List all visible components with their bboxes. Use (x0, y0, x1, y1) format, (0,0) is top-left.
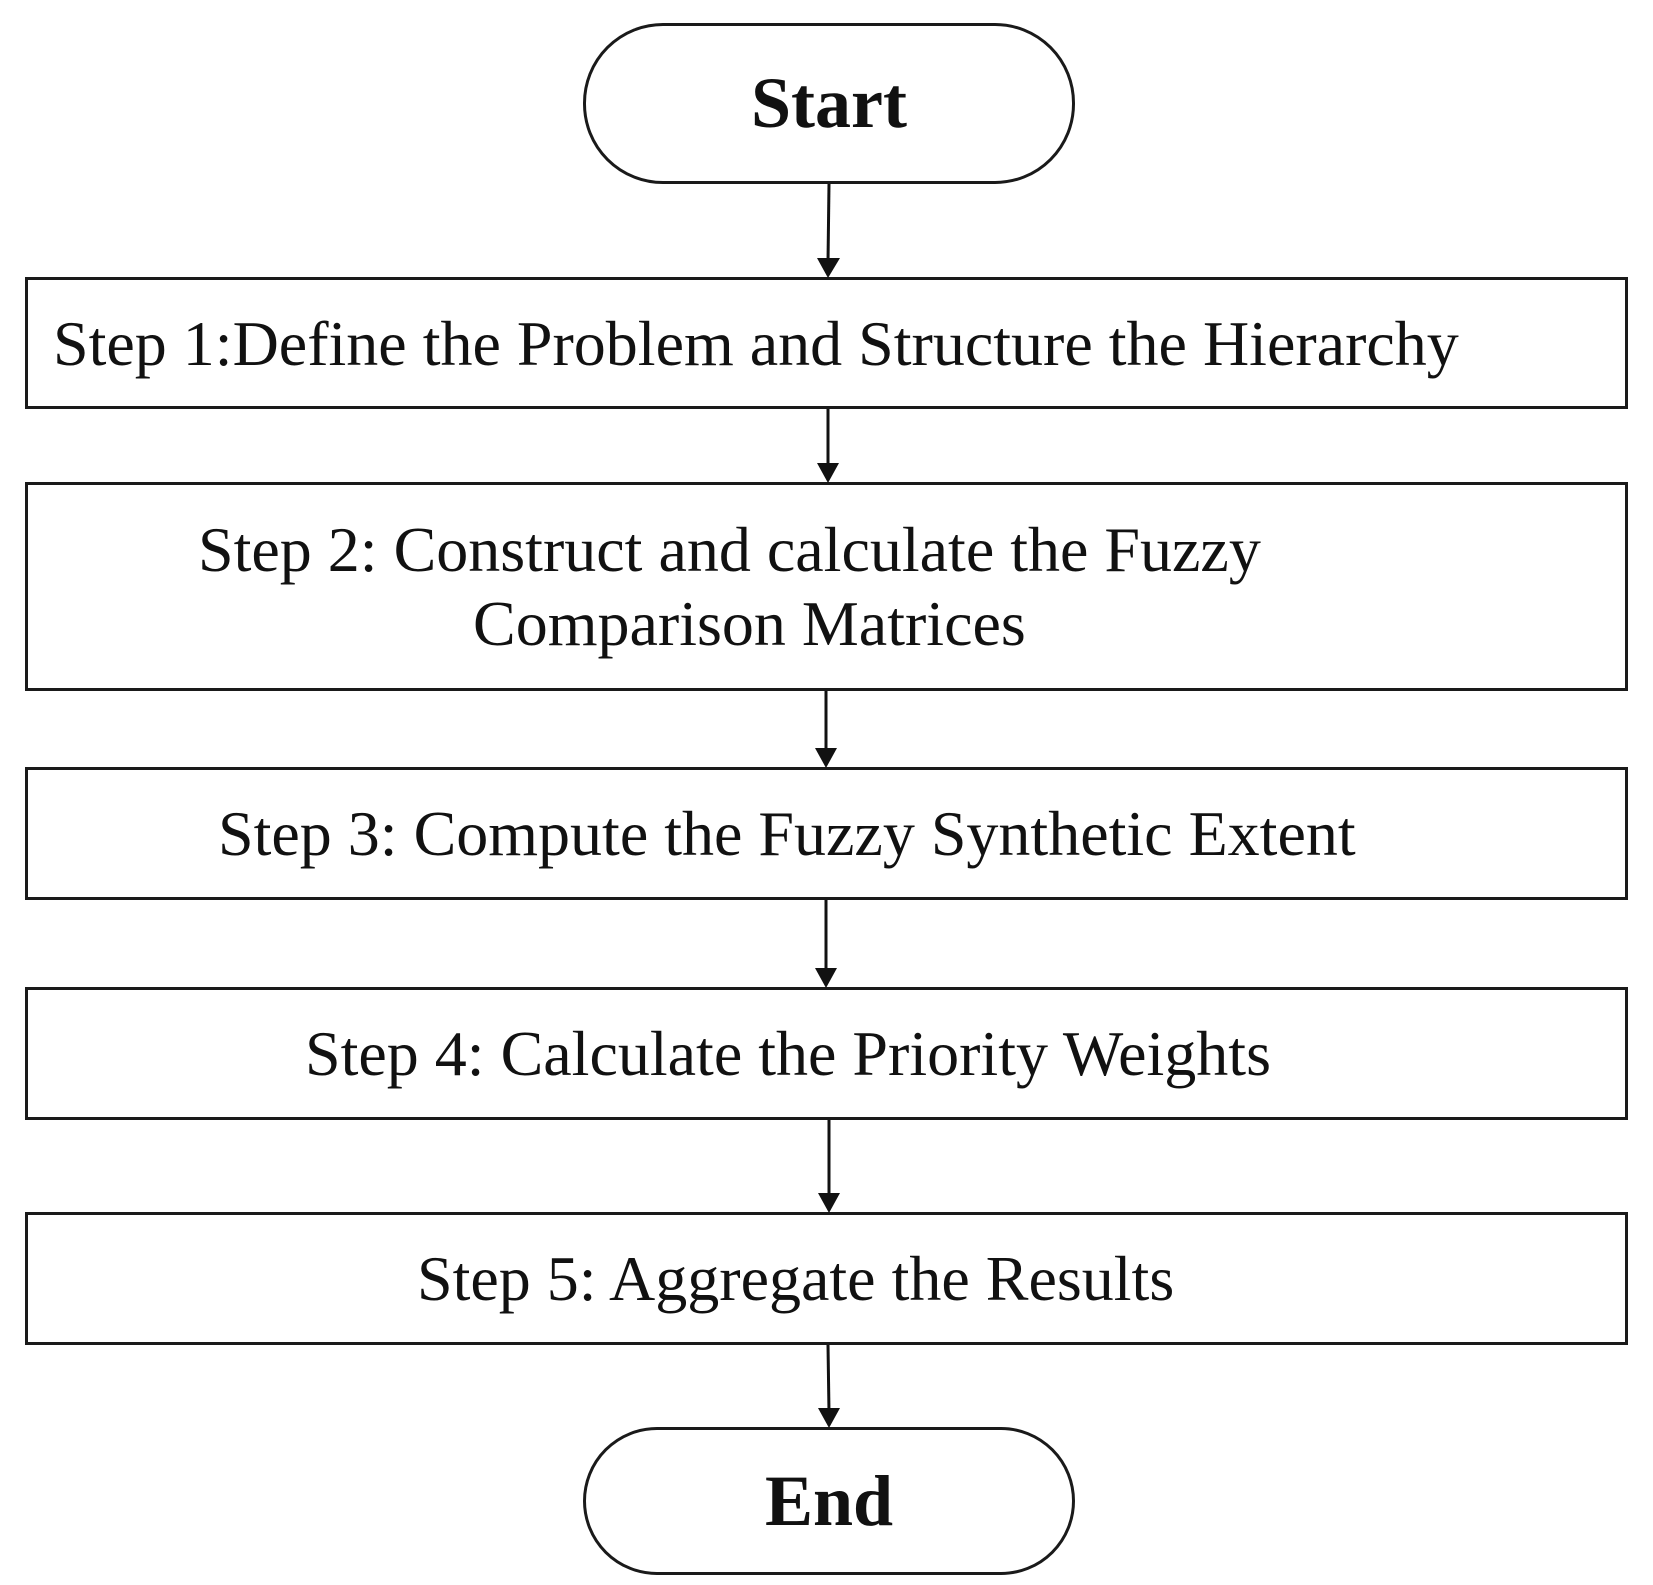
step-5-box: Step 5: Aggregate the Results (25, 1212, 1628, 1345)
arrowhead-3 (815, 748, 837, 768)
step-3-box: Step 3: Compute the Fuzzy Synthetic Exte… (25, 767, 1628, 900)
step-4-box: Step 4: Calculate the Priority Weights (25, 987, 1628, 1120)
arrowhead-6 (818, 1408, 840, 1428)
start-node: Start (583, 23, 1075, 184)
step-2-box: Step 2: Construct and calculate the Fuzz… (25, 482, 1628, 691)
arrowhead-2 (817, 463, 839, 483)
end-node: End (583, 1427, 1075, 1575)
step-1-label: Step 1:Define the Problem and Structure … (53, 308, 1459, 379)
step-1-box: Step 1:Define the Problem and Structure … (25, 277, 1628, 409)
arrowhead-5 (818, 1193, 840, 1213)
arrowhead-1 (817, 258, 840, 278)
step-5-label: Step 5: Aggregate the Results (417, 1243, 1175, 1314)
step-4-label: Step 4: Calculate the Priority Weights (305, 1018, 1271, 1089)
start-label: Start (751, 63, 907, 143)
step-2-label-line-1: Step 2: Construct and calculate the Fuzz… (198, 514, 1261, 585)
arrow-step-5-to-end (826, 1344, 831, 1413)
step-3-label: Step 3: Compute the Fuzzy Synthetic Exte… (218, 798, 1356, 869)
step-2-label-line-2: Comparison Matrices (473, 588, 1026, 659)
end-label: End (764, 1460, 894, 1541)
arrow-start-to-step-1 (826, 183, 831, 263)
arrowhead-4 (815, 968, 837, 988)
